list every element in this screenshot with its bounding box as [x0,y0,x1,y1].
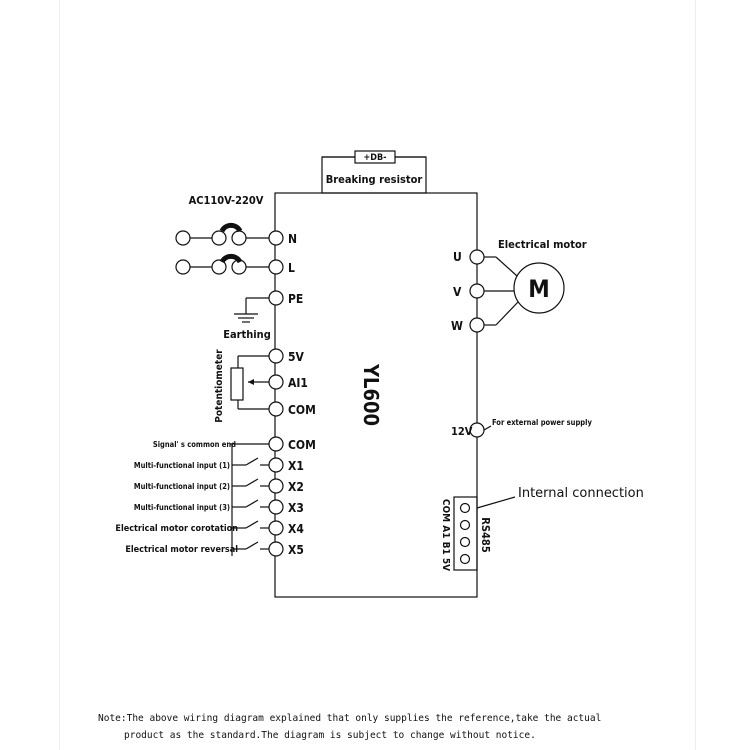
ac-supply: AC110V-220V [175,194,269,275]
signal-common-label: Signal' s common end [153,440,236,449]
terminal-12v: 12V For external power supply [451,418,592,438]
note-line-2: product as the standard.The diagram is s… [124,730,536,741]
terminal-w-label: W [451,319,463,333]
terminal-com1-label: COM [288,403,316,417]
page-sheet [60,0,695,750]
terminal-x4-label: X4 [288,522,304,536]
rs485-block: COM A1 B1 5V RS485 [440,496,516,571]
earthing-label: Earthing [223,328,271,341]
signal-input-1-label: Multi-functional input (1) [134,461,230,470]
terminal-12v-label: 12V [451,425,473,438]
external-power-label: For external power supply [492,418,592,427]
terminal-com2-label: COM [288,438,316,452]
terminal-x5-label: X5 [288,543,304,557]
terminal-v: V [453,283,485,299]
note-line-1: Note:The above wiring diagram explained … [98,713,602,724]
terminal-x2-label: X2 [288,480,304,494]
resistor-label: Breaking resistor [326,173,423,186]
ac-supply-label: AC110V-220V [189,194,264,207]
signal-input-2-label: Multi-functional input (2) [134,482,230,491]
earthing-symbol: Earthing [223,297,271,341]
terminal-x1-label: X1 [288,459,304,473]
signal-reversal-label: Electrical motor reversal [125,545,238,555]
controller-label: YL600 [359,363,383,426]
potentiometer-label: Potentiometer [214,349,225,423]
terminal-x3-label: X3 [288,501,304,515]
terminal-pe: PE [268,290,303,306]
terminal-v-label: V [453,285,462,299]
potentiometer: Potentiometer [214,348,284,423]
internal-connection-label: Internal connection [518,486,644,501]
digital-inputs [230,436,284,557]
terminal-5v-label: 5V [288,350,305,364]
terminal-n: N [268,230,297,246]
motor-label: Electrical motor [498,238,587,251]
terminal-l: L [268,259,295,275]
terminal-u-label: U [453,250,462,264]
terminal-l-label: L [288,261,295,275]
breaking-resistor: +DB- Breaking resistor [321,150,427,194]
rs485-pins-label: COM A1 B1 5V [440,499,451,571]
terminal-u: U [453,249,485,265]
motor: Electrical motor M [484,238,587,326]
resistor-top-label: +DB- [363,153,386,163]
terminal-w: W [451,317,485,333]
terminal-pe-label: PE [288,292,303,306]
terminal-n-label: N [288,232,297,246]
signal-corotation-label: Electrical motor corotation [115,524,238,534]
terminal-ai1-label: AI1 [288,376,308,390]
motor-symbol: M [528,275,550,303]
signal-input-3-label: Multi-functional input (3) [134,503,230,512]
rs485-label: RS485 [479,517,492,553]
